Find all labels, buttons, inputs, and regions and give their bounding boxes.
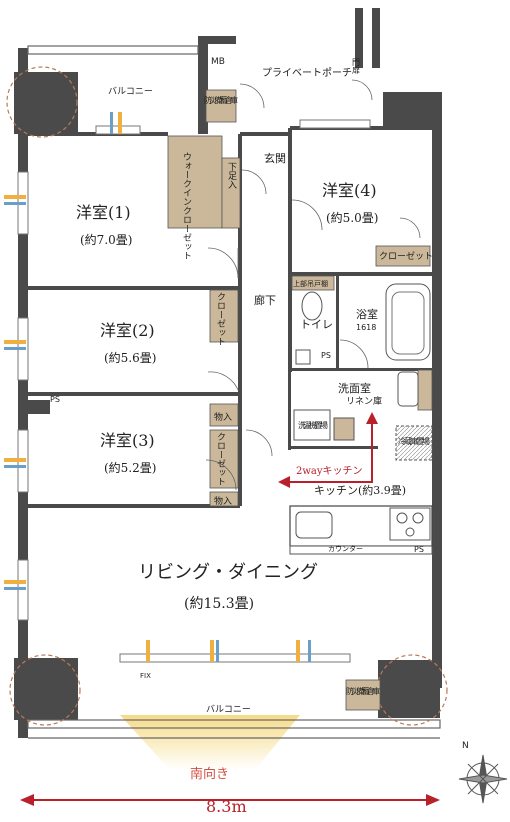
bath-label: 浴室 — [356, 307, 378, 321]
room3-size: (約5.2畳) — [104, 460, 156, 475]
width-dimension — [20, 794, 440, 806]
kitchen-label: キッチン(約3.9畳) — [314, 483, 406, 497]
fridge-space — [395, 425, 433, 461]
shoe-closet-label: 下足入 — [226, 162, 237, 189]
balcony-top-label: バルコニー — [108, 86, 153, 97]
compass-n-label: N — [462, 741, 469, 751]
living-size: (約15.3畳) — [184, 596, 254, 612]
storage-small-2: 物入 — [214, 495, 232, 507]
room1-name: 洋室(1) — [76, 203, 131, 222]
living-name: リビング・ダイニング — [138, 562, 318, 583]
balcony-bottom-label: バルコニー — [206, 704, 251, 715]
closet-r3-label: クローゼット — [215, 432, 226, 486]
mb-label: MB — [211, 57, 225, 67]
width-label: 8.3m — [206, 797, 247, 816]
ps-kitchen-label: PS — [414, 545, 424, 554]
ps-toilet-label: PS — [321, 351, 331, 360]
ps-left-label: PS — [50, 395, 60, 404]
toilet-bowl — [301, 291, 323, 321]
upper-shelf-label: 上部吊戸棚 — [293, 279, 328, 288]
bath-size-label: 1618 — [356, 323, 376, 332]
two-way-arrow — [278, 412, 378, 488]
bathtub — [385, 283, 431, 361]
toilet-label: トイレ — [300, 318, 333, 331]
fix-label: FIX — [140, 672, 151, 680]
sun-glow — [120, 715, 300, 770]
private-porch-label: プライベートポーチ — [262, 67, 352, 79]
room2-name: 洋室(2) — [100, 321, 155, 340]
window-glare — [4, 112, 311, 662]
closet-fills — [167, 89, 433, 711]
fridge-label: 冷蔵庫置場 — [398, 436, 430, 446]
wash-basin — [397, 371, 419, 407]
closet-r4-label: クローゼット — [379, 250, 433, 262]
compass-icon — [458, 754, 508, 804]
counter-label: カウンター — [328, 544, 363, 553]
walls — [14, 8, 442, 738]
two-way-label: 2wayキッチン — [296, 465, 363, 477]
storage-bottom-label: 防災備蓄倉庫 — [346, 686, 380, 696]
storage-top-label: 防災備蓄倉庫 — [204, 95, 238, 105]
south-label: 南向き — [190, 766, 229, 782]
room4-size: (約5.0畳) — [326, 210, 378, 225]
washroom-label: 洗面室 — [338, 381, 371, 395]
gate-label: 門扉 — [352, 58, 361, 75]
closet-r2-label: クローゼット — [215, 292, 226, 346]
hallway-label: 廊下 — [254, 293, 276, 307]
storage-small-1: 物入 — [214, 411, 232, 423]
entrance-label: 玄関 — [264, 151, 286, 165]
column-markers — [6, 66, 448, 726]
balcony-railings — [27, 45, 441, 739]
walk-in-closet-label: ウォークインクローゼット — [181, 152, 192, 260]
washer-space — [293, 409, 331, 441]
room4-name: 洋室(4) — [322, 181, 377, 200]
room1-size: (約7.0畳) — [80, 232, 132, 247]
room3-name: 洋室(3) — [100, 431, 155, 450]
linen-label: リネン庫 — [346, 395, 382, 407]
room2-size: (約5.6畳) — [104, 350, 156, 365]
washer-label: 洗濯機置場 — [298, 420, 328, 430]
door-swings — [205, 79, 421, 491]
